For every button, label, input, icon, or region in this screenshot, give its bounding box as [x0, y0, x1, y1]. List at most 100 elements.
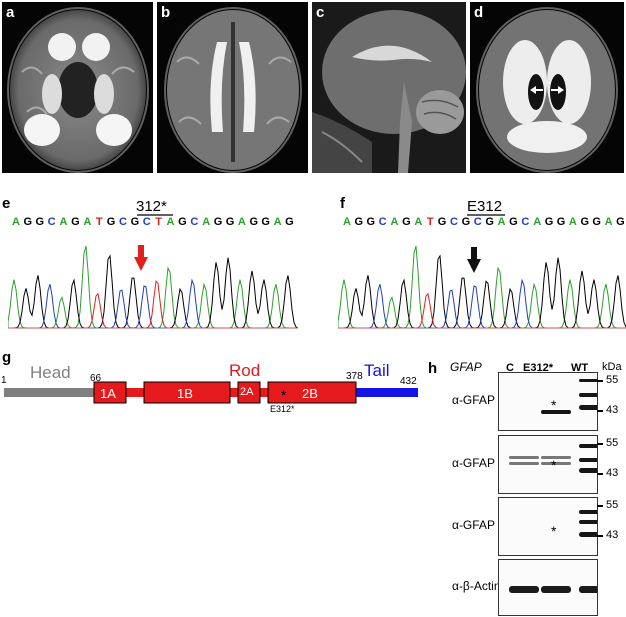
base-e-16: A: [202, 216, 211, 228]
blot-label-0: α-GFAP 1: [452, 392, 505, 407]
panel-label-g: g: [2, 349, 12, 366]
segment-1a-box: [93, 381, 127, 404]
base-e-3: C: [47, 216, 56, 228]
mri-panel-b: b: [157, 2, 308, 173]
segment-2a-box: [237, 381, 261, 404]
lane-header-e312: E312*: [523, 362, 553, 374]
rod-domain-label: Rod: [229, 361, 261, 380]
base-f-15: C: [521, 216, 530, 228]
base-f-4: A: [390, 216, 399, 228]
base-f-3: C: [378, 216, 387, 228]
kda-unit-label: kDa: [602, 361, 622, 373]
base-e-6: A: [83, 216, 92, 228]
base-e-21: G: [261, 216, 270, 228]
chromatogram-f: [338, 245, 626, 329]
blot-band: [579, 458, 597, 462]
mri-panel-a: a: [2, 2, 153, 173]
base-f-14: G: [509, 216, 518, 228]
mutation-arrow-e-icon: [134, 245, 148, 271]
base-f-18: G: [556, 216, 566, 228]
gene-label: GFAP: [450, 360, 482, 374]
blot-band: [579, 510, 597, 514]
base-f-5: G: [402, 216, 411, 228]
head-domain-bar: [4, 388, 94, 397]
ventricle-arrows-icon: [530, 86, 564, 94]
panel-label-h: h: [428, 360, 438, 377]
kda-marker-1-0: 55: [606, 437, 619, 449]
base-e-22: A: [273, 216, 282, 228]
wildtype-label-f: E312: [467, 198, 503, 215]
base-f-1: G: [354, 216, 364, 228]
blot-label-1: α-GFAP 2: [452, 455, 505, 470]
blot-band: [579, 520, 597, 524]
base-f-9: C: [449, 216, 458, 228]
base-e-0: A: [11, 216, 20, 228]
mutation-site-star: *: [281, 387, 287, 403]
base-e-1: G: [23, 216, 33, 228]
base-e-23: G: [285, 216, 294, 228]
mutation-overline-e: [137, 214, 173, 216]
base-e-4: A: [59, 216, 68, 228]
kda-marker-2-1: 43: [606, 529, 619, 541]
base-f-6: A: [414, 216, 423, 228]
base-f-7: T: [426, 216, 434, 228]
base-e-20: G: [249, 216, 259, 228]
base-f-12: G: [485, 216, 494, 228]
base-e-14: G: [178, 216, 187, 228]
base-f-17: G: [544, 216, 554, 228]
base-f-20: G: [580, 216, 590, 228]
mri-axial-image-d: [476, 7, 618, 173]
tail-domain-label: Tail: [364, 361, 390, 380]
segment-1a-label: 1A: [100, 386, 116, 401]
segment-2b-label: 2B: [302, 386, 318, 401]
base-e-10: G: [130, 216, 140, 228]
panel-label-d: d: [474, 4, 484, 21]
segment-2b-box: [267, 381, 357, 404]
kda-tick: [597, 505, 603, 507]
base-e-13: A: [166, 216, 175, 228]
base-e-5: G: [71, 216, 80, 228]
base-e-15: C: [190, 216, 199, 228]
base-f-21: G: [592, 216, 601, 228]
base-f-2: G: [366, 216, 375, 228]
base-e-7: T: [95, 216, 103, 228]
blot-membrane-1: [498, 435, 598, 494]
blot-star-marker-2: *: [551, 523, 557, 539]
kda-marker-2-0: 55: [606, 499, 619, 511]
lane-header-wt: WT: [571, 362, 589, 374]
base-e-11: C: [142, 216, 151, 228]
blot-band: [579, 586, 597, 593]
kda-marker-1-1: 43: [606, 467, 619, 479]
blot-band: [579, 532, 597, 537]
base-e-17: G: [213, 216, 223, 228]
head-domain-label: Head: [30, 363, 71, 382]
kda-tick: [597, 380, 603, 382]
blot-band: [509, 586, 539, 593]
base-f-8: G: [437, 216, 447, 228]
base-f-10: G: [461, 216, 471, 228]
panel-label-b: b: [161, 4, 171, 21]
panel-label-f: f: [340, 195, 345, 212]
mri-sagittal-image-c: [312, 2, 466, 173]
wildtype-arrow-f-icon: [467, 247, 481, 273]
mri-panel-d: d: [470, 2, 624, 173]
kda-tick: [597, 473, 603, 475]
kda-tick: [597, 410, 603, 412]
blot-star-marker-0: *: [551, 397, 557, 413]
blot-band: [579, 468, 597, 473]
base-f-0: A: [342, 216, 351, 228]
base-e-18: G: [225, 216, 235, 228]
lane-header-c: C: [506, 362, 514, 374]
blot-band: [541, 410, 571, 414]
kda-marker-0-0: 55: [606, 374, 619, 386]
mri-panel-c: c: [312, 2, 466, 173]
kda-marker-0-1: 43: [606, 404, 619, 416]
blot-band: [579, 393, 597, 397]
base-f-22: A: [604, 216, 613, 228]
blot-band: [541, 462, 571, 465]
blot-band: [509, 456, 539, 459]
base-e-2: G: [35, 216, 44, 228]
base-e-9: C: [118, 216, 127, 228]
chromatogram-e: [8, 245, 298, 329]
